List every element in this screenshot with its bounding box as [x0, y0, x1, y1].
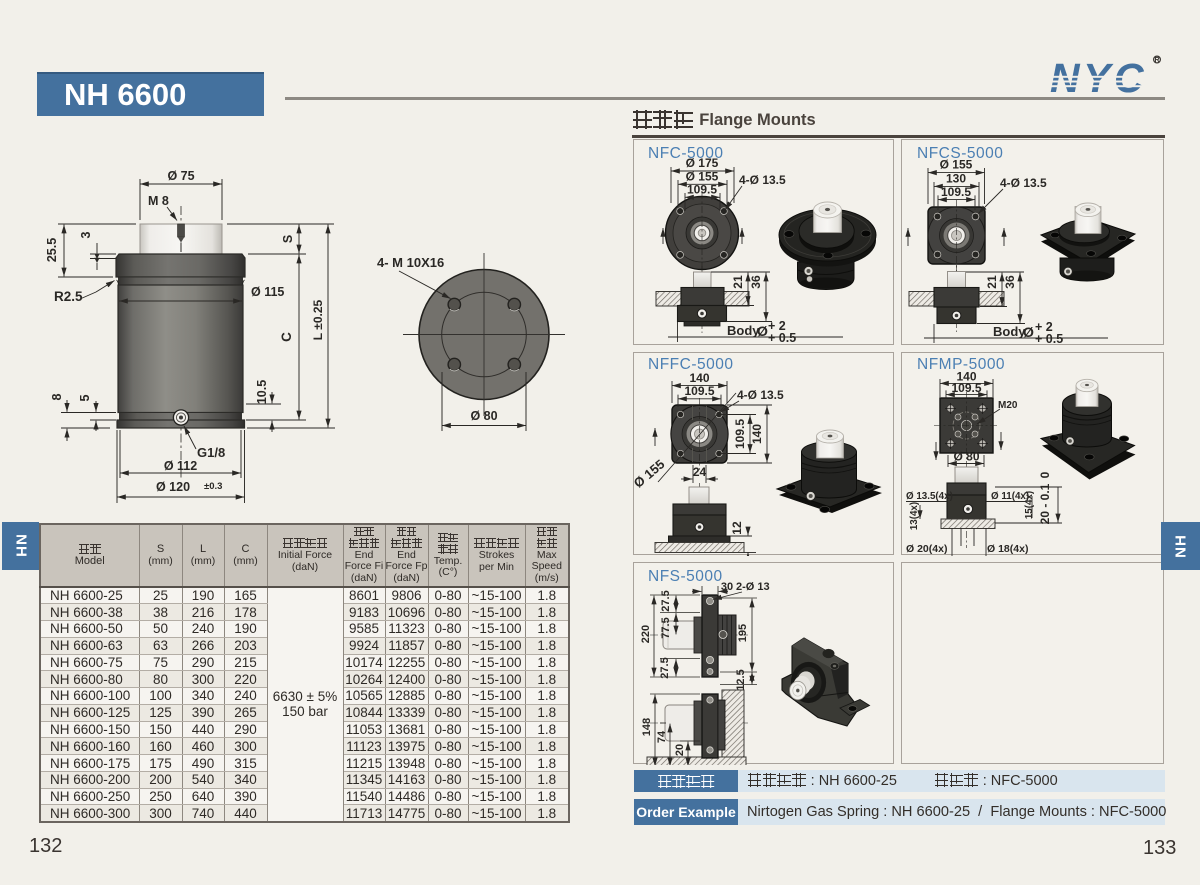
- svg-text:2-Ø 13: 2-Ø 13: [736, 581, 770, 593]
- svg-text:12.5: 12.5: [735, 669, 747, 690]
- svg-text:4-Ø 13.5: 4-Ø 13.5: [739, 173, 786, 187]
- svg-text:Ø 80: Ø 80: [953, 450, 979, 464]
- svg-text:R2.5: R2.5: [54, 289, 83, 304]
- svg-text:21: 21: [731, 275, 745, 289]
- svg-text:220: 220: [640, 625, 652, 643]
- svg-text:M20: M20: [998, 400, 1018, 411]
- svg-text:195: 195: [737, 624, 749, 642]
- svg-text:4-Ø 13.5: 4-Ø 13.5: [1000, 176, 1047, 190]
- svg-text:Ø 155: Ø 155: [686, 170, 719, 184]
- svg-text:130: 130: [946, 172, 966, 186]
- svg-text:+ 2: + 2: [1035, 320, 1053, 334]
- svg-text:Ø 11(4x): Ø 11(4x): [991, 491, 1029, 502]
- svg-text:36: 36: [749, 275, 763, 289]
- svg-text:Ø 155: Ø 155: [940, 158, 973, 172]
- svg-text:Ø 115: Ø 115: [251, 285, 284, 299]
- svg-text:C: C: [279, 332, 294, 342]
- svg-text:21: 21: [985, 275, 999, 289]
- svg-text:S: S: [281, 235, 295, 243]
- svg-text:140: 140: [689, 371, 709, 385]
- svg-text:Body: Body: [727, 323, 760, 338]
- svg-text:Body: Body: [993, 324, 1026, 339]
- svg-text:+ 0.5: + 0.5: [1035, 332, 1063, 346]
- svg-text:0: 0: [1038, 471, 1052, 478]
- svg-text:109.5: 109.5: [941, 185, 971, 199]
- svg-text:5: 5: [78, 394, 92, 401]
- svg-text:Ø 80: Ø 80: [470, 409, 497, 423]
- svg-text:74: 74: [656, 730, 668, 743]
- svg-text:109.5: 109.5: [733, 419, 747, 449]
- svg-text:24: 24: [693, 465, 707, 479]
- svg-text:Ø 18(4x): Ø 18(4x): [987, 543, 1028, 555]
- svg-text:77.5: 77.5: [660, 617, 672, 638]
- svg-text:25.5: 25.5: [45, 238, 59, 262]
- svg-text:Ø 120: Ø 120: [156, 480, 190, 494]
- svg-text:36: 36: [1003, 275, 1017, 289]
- svg-text:8: 8: [50, 393, 64, 400]
- svg-text:NFFC-5000: NFFC-5000: [648, 356, 733, 373]
- svg-text:NFMP-5000: NFMP-5000: [917, 356, 1005, 373]
- svg-text:NFS-5000: NFS-5000: [648, 568, 723, 585]
- svg-text:10.5: 10.5: [255, 380, 269, 404]
- svg-text:3: 3: [79, 231, 93, 238]
- svg-text:Ø 155: Ø 155: [633, 456, 667, 490]
- svg-text:R: R: [1154, 57, 1159, 64]
- svg-text:Ø: Ø: [757, 323, 768, 339]
- svg-text:30: 30: [721, 581, 733, 593]
- svg-text:27.5: 27.5: [660, 590, 672, 611]
- svg-text:20: 20: [674, 744, 686, 756]
- svg-text:20 - 0.1: 20 - 0.1: [1038, 483, 1052, 524]
- svg-text:Ø 175: Ø 175: [686, 156, 719, 170]
- svg-text:Ø 112: Ø 112: [164, 459, 197, 473]
- svg-text:Ø 13.5(4x): Ø 13.5(4x): [906, 491, 953, 502]
- svg-text:109.5: 109.5: [951, 381, 981, 395]
- svg-text:4-Ø 13.5: 4-Ø 13.5: [737, 388, 784, 402]
- svg-text:NFC-5000: NFC-5000: [648, 145, 724, 162]
- svg-text:15(4x): 15(4x): [1024, 491, 1035, 519]
- svg-text:140: 140: [750, 424, 764, 444]
- svg-text:148: 148: [641, 718, 653, 736]
- svg-text:±0.3: ±0.3: [204, 481, 222, 492]
- svg-text:4- M 10X16: 4- M 10X16: [377, 255, 444, 270]
- svg-text:G1/8: G1/8: [197, 445, 225, 460]
- svg-text:109.5: 109.5: [684, 384, 714, 398]
- svg-text:Ø: Ø: [1023, 324, 1034, 340]
- svg-text:L ±0.25: L ±0.25: [311, 299, 325, 340]
- svg-text:13(4x): 13(4x): [909, 502, 920, 530]
- svg-text:+ 0.5: + 0.5: [768, 331, 796, 345]
- svg-text:Ø 20(4x): Ø 20(4x): [906, 543, 947, 555]
- svg-text:109.5: 109.5: [687, 183, 717, 197]
- svg-text:+ 2: + 2: [768, 319, 786, 333]
- svg-text:Ø 75: Ø 75: [167, 169, 194, 183]
- svg-text:M 8: M 8: [148, 194, 169, 208]
- svg-text:NFCS-5000: NFCS-5000: [917, 145, 1003, 162]
- svg-text:27.5: 27.5: [659, 657, 671, 678]
- svg-text:12: 12: [730, 521, 744, 535]
- svg-text:140: 140: [956, 370, 976, 384]
